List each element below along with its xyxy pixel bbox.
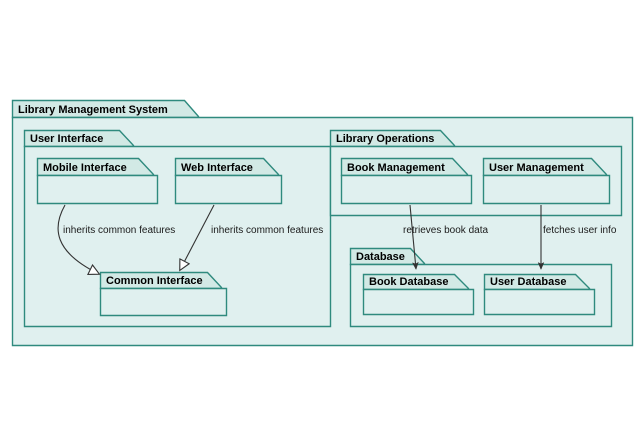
edge-label-web-to-common: inherits common features: [211, 225, 324, 236]
package-label: Book Management: [347, 162, 445, 174]
package-body-shape: [99, 287, 228, 317]
package-label: Common Interface: [106, 275, 203, 287]
edge-label-book-management-to-book-database: retrieves book data: [403, 225, 489, 236]
package-body-shape: [340, 174, 473, 205]
package-label: Mobile Interface: [43, 162, 127, 174]
package-label: Database: [356, 251, 405, 263]
package-label: Web Interface: [181, 162, 253, 174]
package-web-interface[interactable]: Web Interface: [174, 157, 283, 205]
edge-label-user-management-to-user-database: fetches user info: [543, 225, 617, 236]
package-label: User Database: [490, 276, 567, 288]
package-body-shape: [362, 288, 475, 316]
package-common-interface[interactable]: Common Interface: [99, 271, 228, 317]
package-body-shape: [483, 288, 596, 316]
package-label: User Management: [489, 162, 584, 174]
package-body-shape: [482, 174, 611, 205]
package-body-shape: [174, 174, 283, 205]
package-book-management[interactable]: Book Management: [340, 157, 473, 205]
package-label: Library Management System: [18, 104, 168, 116]
package-mobile-interface[interactable]: Mobile Interface: [36, 157, 159, 205]
package-user-management[interactable]: User Management: [482, 157, 611, 205]
package-user-database[interactable]: User Database: [483, 273, 596, 316]
package-book-database[interactable]: Book Database: [362, 273, 475, 316]
edge-label-mobile-to-common: inherits common features: [63, 225, 176, 236]
package-label: Book Database: [369, 276, 449, 288]
package-label: Library Operations: [336, 133, 435, 145]
package-label: User Interface: [30, 133, 104, 145]
package-body-shape: [36, 174, 159, 205]
